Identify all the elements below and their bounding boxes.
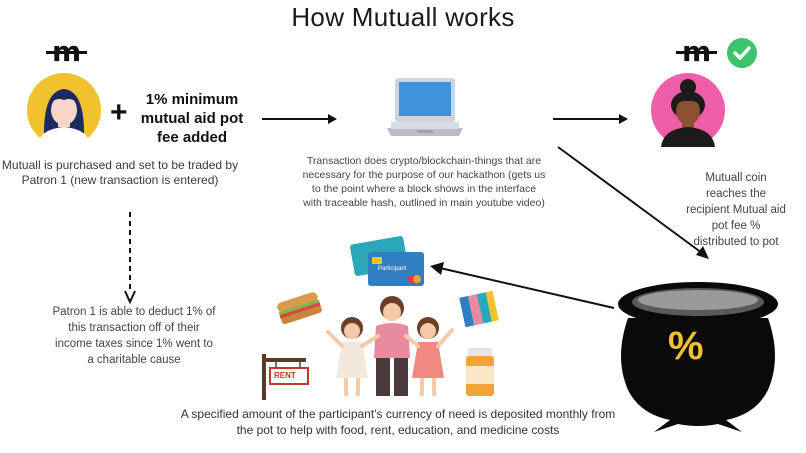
rent-sign-icon <box>262 354 309 400</box>
step-recipient-text: Mutuall coin reaches the recipient Mutua… <box>686 172 786 248</box>
fee-text: 1% minimum mutual aid pot fee added <box>140 91 244 146</box>
recipient-avatar-icon <box>651 73 725 147</box>
dotted-arrow-down-icon <box>124 212 136 305</box>
check-icon <box>727 38 757 68</box>
sandwich-icon <box>277 292 322 325</box>
medicine-bottle-icon <box>466 348 494 396</box>
arrow-left-icon <box>430 262 615 309</box>
arrow-right-icon <box>262 114 337 124</box>
page-title: How Mutuall works <box>291 2 515 32</box>
patron-avatar-icon <box>27 73 101 147</box>
rent-sign-label: RENT <box>274 371 296 380</box>
laptop-icon <box>387 78 463 136</box>
step-purchase-text: Mutuall is purchased and set to be trade… <box>1 158 239 187</box>
books-icon <box>459 290 499 328</box>
step-transaction-text: Transaction does crypto/blockchain-thing… <box>302 155 546 209</box>
mutuall-coin-logo-left: m <box>46 38 88 66</box>
pot-percent-symbol: % <box>668 324 704 368</box>
credit-card-icon <box>350 236 424 286</box>
arrow-diagonal-icon <box>557 146 709 259</box>
arrow-right-icon <box>553 114 628 124</box>
plus-sign: + <box>110 96 128 129</box>
step-deposit-text: A specified amount of the participant's … <box>180 407 616 437</box>
family-icon <box>326 296 454 396</box>
step-tax-text: Patron 1 is able to deduct 1% of this tr… <box>52 306 216 366</box>
mutuall-coin-logo-right: m <box>676 38 718 66</box>
mutual-aid-pot-icon <box>618 282 778 432</box>
card-label: Participant <box>378 266 407 272</box>
